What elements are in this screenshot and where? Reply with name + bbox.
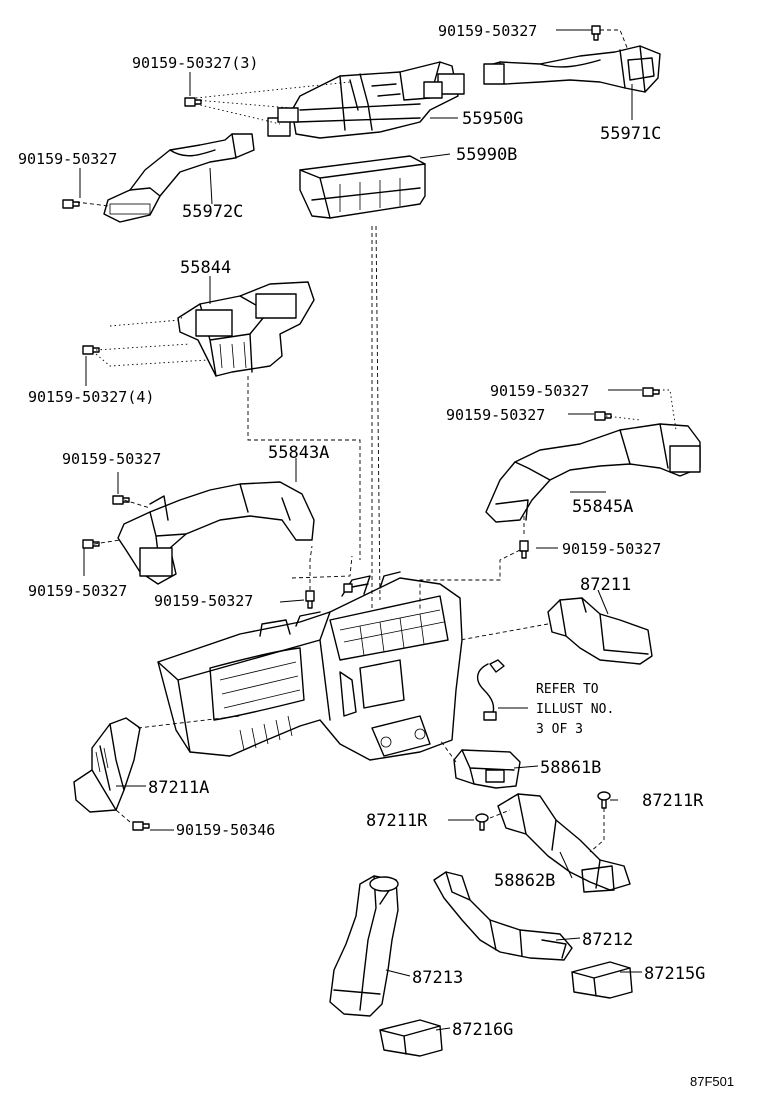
label-bolt-55844-4: 90159-50327(4) bbox=[28, 388, 154, 406]
part-labels: 90159-50327 90159-50327(3) 55950G 55971C… bbox=[18, 22, 734, 1089]
label-87211r-left: 87211R bbox=[366, 811, 428, 831]
heater-unit-assembly-drawing bbox=[157, 571, 463, 761]
label-55972c: 55972C bbox=[182, 202, 243, 222]
duct-87211-drawing bbox=[547, 597, 653, 665]
clip-icon bbox=[475, 813, 489, 831]
label-55950g: 55950G bbox=[462, 109, 523, 129]
label-bolt-right-a: 90159-50327 bbox=[490, 382, 589, 400]
duct-58862b-drawing bbox=[497, 793, 631, 893]
label-87213: 87213 bbox=[412, 968, 463, 988]
bolt-icon bbox=[82, 345, 100, 355]
duct-55845a-drawing bbox=[485, 423, 701, 523]
label-55990b: 55990B bbox=[456, 145, 517, 165]
bolt-icon bbox=[112, 495, 130, 505]
bolt-icon bbox=[343, 583, 369, 593]
label-bolt-top-right: 90159-50327 bbox=[438, 22, 537, 40]
label-58861b: 58861B bbox=[540, 758, 601, 778]
bolt-icon bbox=[305, 590, 315, 609]
bolt-icon bbox=[184, 97, 202, 107]
label-87216g: 87216G bbox=[452, 1020, 513, 1040]
label-87212: 87212 bbox=[582, 930, 633, 950]
diagram-code: 87F501 bbox=[690, 1074, 734, 1089]
bolt-icon bbox=[594, 411, 612, 421]
wire-harness-drawing bbox=[477, 659, 505, 721]
duct-87213-drawing bbox=[329, 875, 399, 1017]
pad-87216g-drawing bbox=[379, 1019, 443, 1057]
label-bolt-left-mid: 90159-50327 bbox=[62, 450, 161, 468]
bolt-icon bbox=[642, 387, 660, 397]
duct-55990b-drawing bbox=[299, 155, 426, 219]
label-55843a: 55843A bbox=[268, 443, 329, 463]
duct-55950g-drawing bbox=[267, 61, 465, 139]
leader-lines bbox=[75, 29, 677, 1031]
label-bolt-right-b: 90159-50327 bbox=[446, 406, 545, 424]
duct-87212-drawing bbox=[433, 871, 573, 961]
label-87215g: 87215G bbox=[644, 964, 705, 984]
label-bolt-left-upper: 90159-50327 bbox=[18, 150, 117, 168]
label-87211r-right: 87211R bbox=[642, 791, 704, 811]
label-bolt-50346: 90159-50346 bbox=[176, 821, 275, 839]
bolt-icon bbox=[591, 25, 601, 41]
bolt-icon bbox=[62, 199, 80, 209]
note-line-2: ILLUST NO. bbox=[536, 702, 614, 717]
duct-55844-drawing bbox=[177, 281, 315, 377]
bolt-icon bbox=[132, 821, 150, 831]
label-bolt-right-c: 90159-50327 bbox=[562, 540, 661, 558]
label-55845a: 55845A bbox=[572, 497, 633, 517]
label-bolt-center: 90159-50327 bbox=[154, 592, 253, 610]
duct-58861b-drawing bbox=[453, 749, 521, 789]
pad-87215g-drawing bbox=[571, 961, 633, 999]
label-bolt-left-low: 90159-50327 bbox=[28, 582, 127, 600]
bolt-icon bbox=[82, 539, 100, 549]
label-bolt-top-left-3: 90159-50327(3) bbox=[132, 54, 258, 72]
label-55971c: 55971C bbox=[600, 124, 661, 144]
note-line-1: REFER TO bbox=[536, 682, 599, 697]
label-87211a: 87211A bbox=[148, 778, 209, 798]
label-87211: 87211 bbox=[580, 575, 631, 595]
duct-55972c-drawing bbox=[103, 133, 255, 223]
clip-icon bbox=[597, 791, 611, 809]
label-55844: 55844 bbox=[180, 258, 231, 278]
duct-87211a-drawing bbox=[73, 717, 141, 813]
duct-55843a-drawing bbox=[117, 481, 315, 585]
label-58862b: 58862B bbox=[494, 871, 555, 891]
duct-55971c-drawing bbox=[483, 45, 661, 93]
bolt-icon bbox=[519, 540, 529, 559]
bolt-drawings bbox=[62, 25, 660, 831]
note-line-3: 3 OF 3 bbox=[536, 722, 583, 737]
